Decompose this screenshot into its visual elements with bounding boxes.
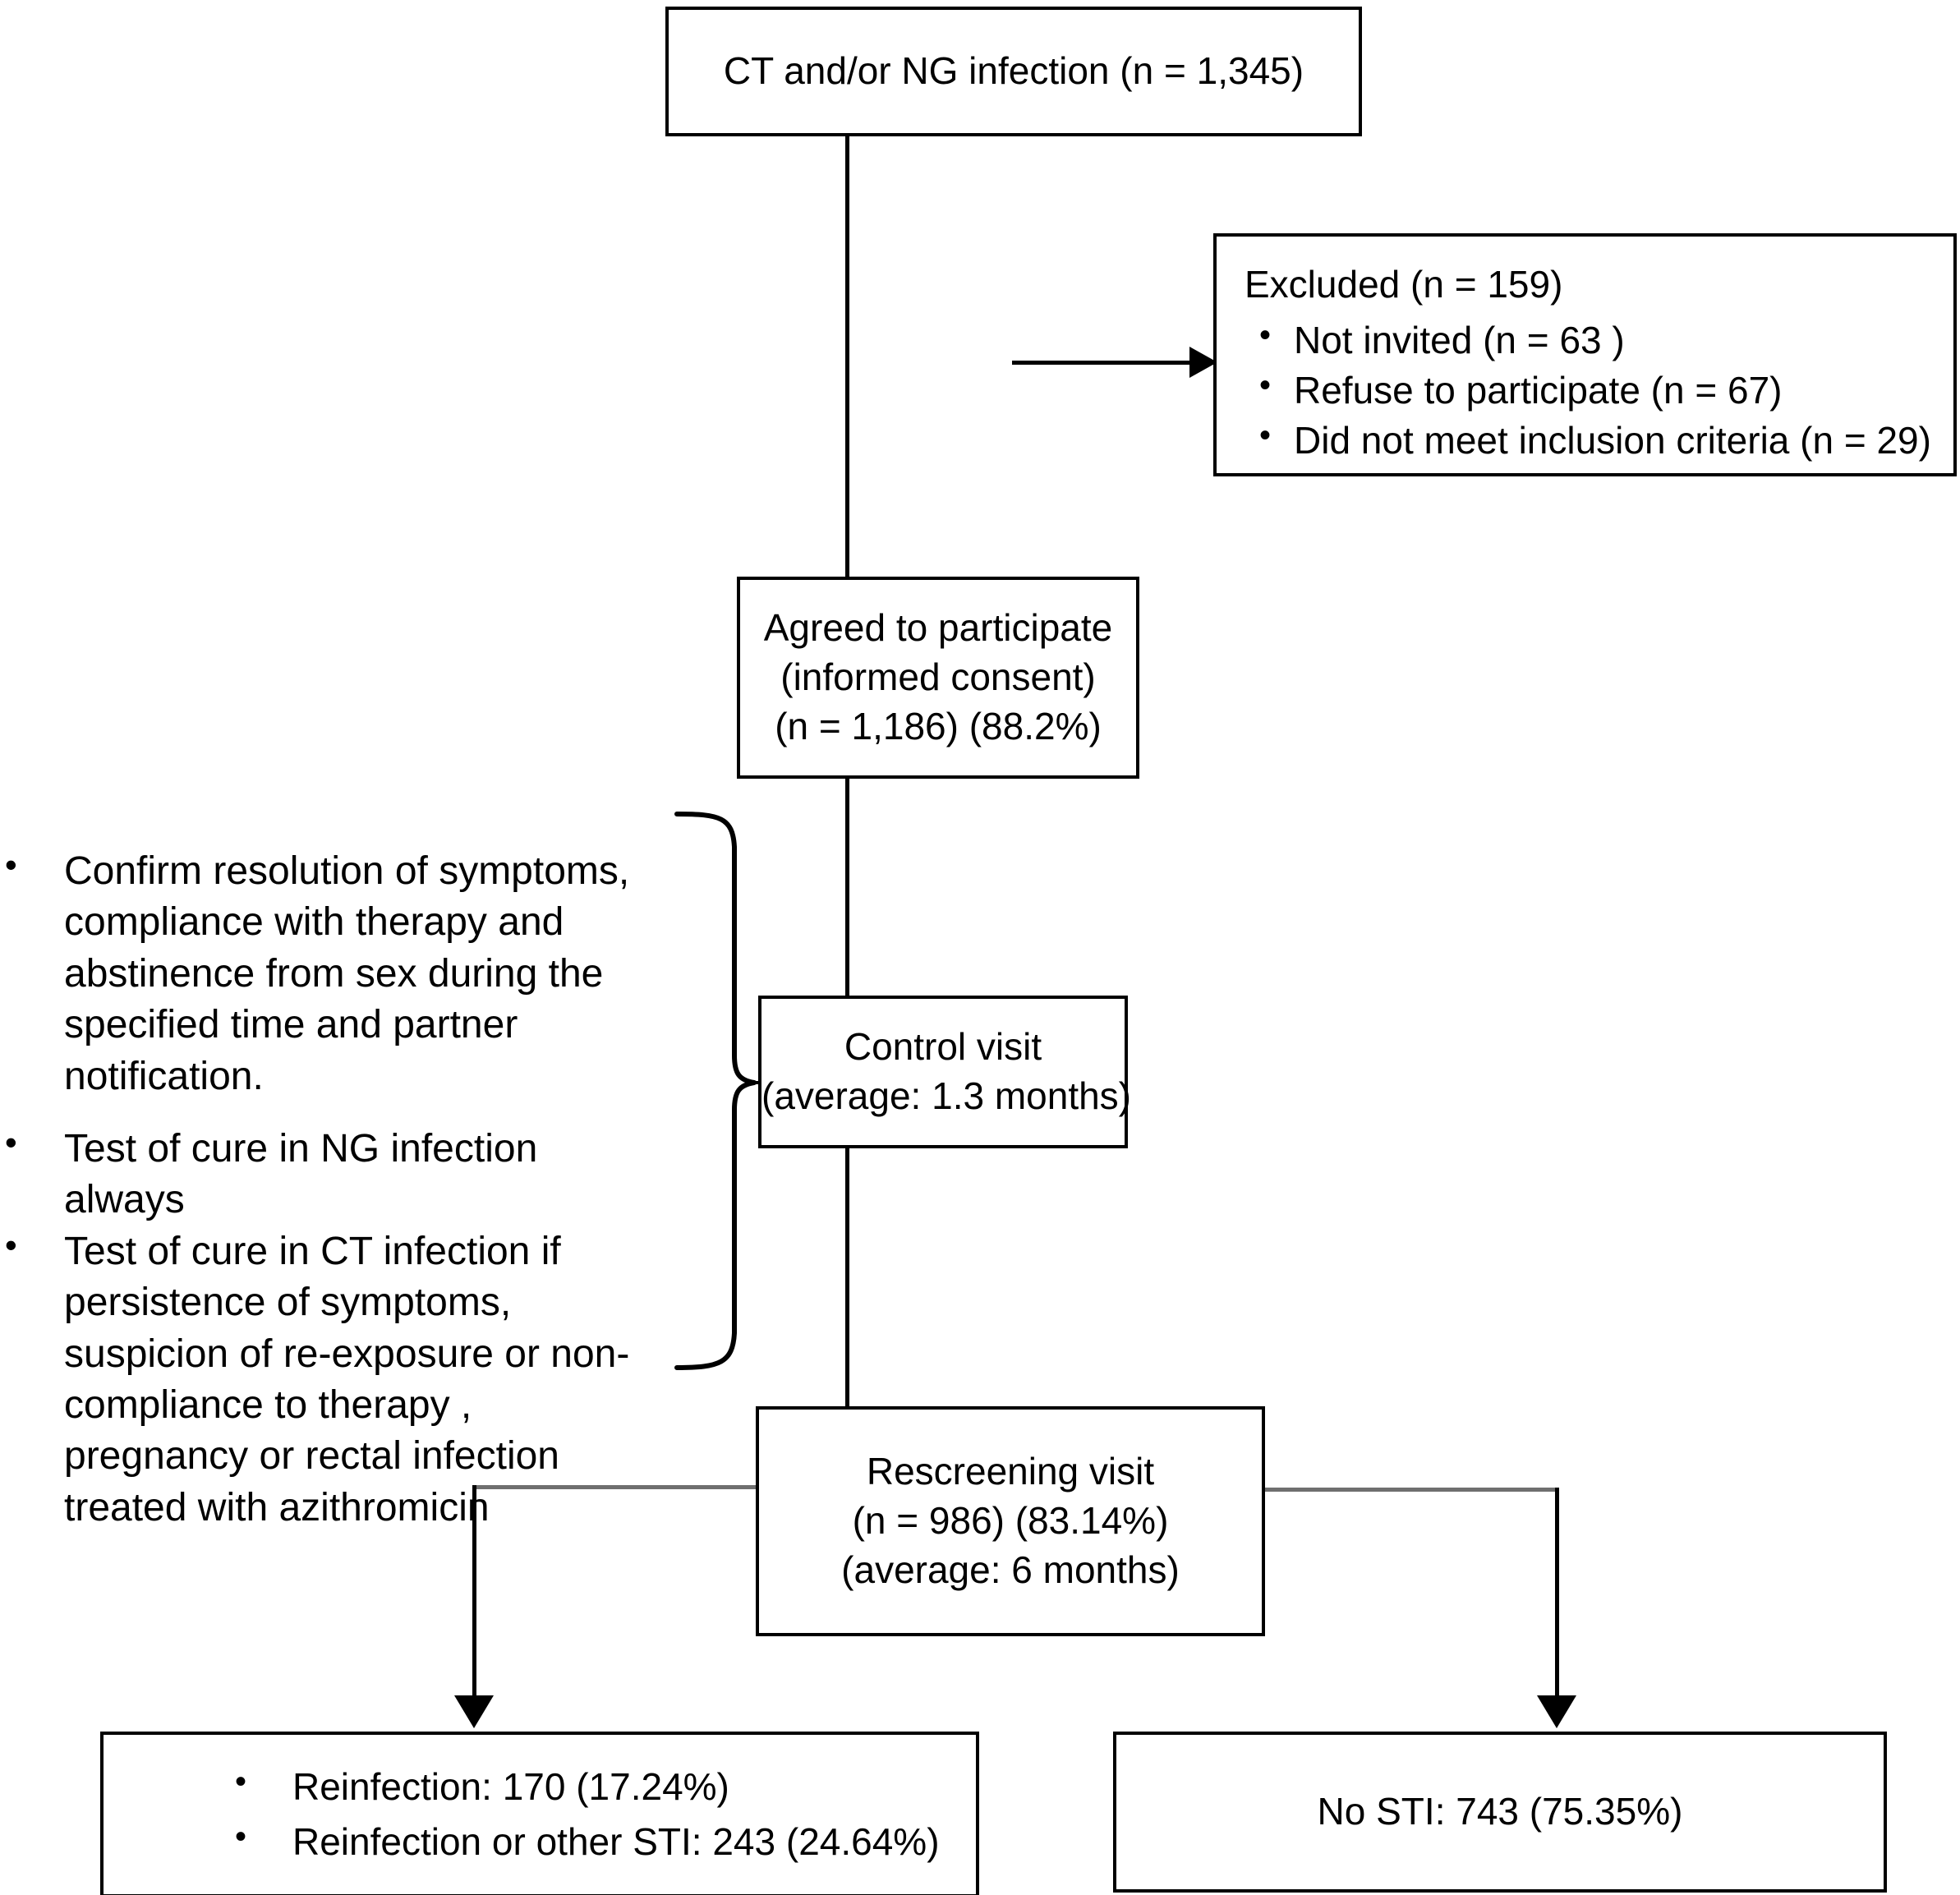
arrowhead-to-reinfection <box>454 1695 494 1728</box>
node-control-line-2: (average: 1.3 months) <box>761 1074 1132 1117</box>
annotation-notes-list: Confirm resolution of symptoms, complian… <box>0 843 657 1534</box>
connector-rescreening-right-horizontal <box>1263 1488 1559 1492</box>
node-excluded-content: Excluded (n = 159) Not invited (n = 63 )… <box>1217 245 1953 466</box>
connector-agreed-to-control <box>845 779 849 997</box>
node-excluded[interactable]: Excluded (n = 159) Not invited (n = 63 )… <box>1213 233 1957 476</box>
node-agreed-to-participate[interactable]: Agreed to participate (informed consent)… <box>737 577 1139 779</box>
node-rescreening-line-1: Rescreening visit <box>866 1450 1155 1493</box>
node-no-sti-line-1: No STI: 743 (75.35%) <box>1317 1790 1683 1833</box>
node-source-line-1: CT and/or NG infection (n = 1,345) <box>723 49 1304 93</box>
list-item: Test of cure in NG infection always <box>0 1120 657 1226</box>
connector-source-to-agreed <box>845 136 849 578</box>
node-control-visit[interactable]: Control visit (average: 1.3 months) <box>758 996 1132 1148</box>
arrowhead-to-excluded <box>1189 347 1217 378</box>
node-agreed-line-2: (informed consent) <box>780 655 1096 699</box>
node-rescreening-visit[interactable]: Rescreening visit (n = 986) (83.14%) (av… <box>756 1406 1265 1636</box>
node-excluded-list: Not invited (n = 63 ) Refuse to particip… <box>1245 314 1953 466</box>
connector-rescreening-right-vertical <box>1555 1488 1559 1697</box>
connector-rescreening-left-vertical <box>472 1485 476 1697</box>
annotation-brace <box>672 809 771 1380</box>
connector-control-to-rescreening <box>845 1147 849 1408</box>
node-control-line-1: Control visit <box>844 1025 1042 1069</box>
node-no-sti-outcome[interactable]: No STI: 743 (75.35%) <box>1113 1732 1887 1893</box>
list-item: Reinfection: 170 (17.24%) <box>202 1760 976 1812</box>
list-item: Refuse to participate (n = 67) <box>1245 364 1953 416</box>
node-agreed-line-1: Agreed to participate <box>763 606 1113 650</box>
node-reinfection-outcome[interactable]: Reinfection: 170 (17.24%) Reinfection or… <box>100 1732 979 1895</box>
arrowhead-to-no-sti <box>1537 1695 1576 1728</box>
node-rescreening-line-2: (n = 986) (83.14%) <box>852 1499 1169 1543</box>
list-item: Test of cure in CT infection if persiste… <box>0 1223 657 1534</box>
node-reinfection-content: Reinfection: 170 (17.24%) Reinfection or… <box>104 1757 976 1871</box>
node-agreed-line-3: (n = 1,186) (88.2%) <box>775 704 1102 747</box>
list-item: Not invited (n = 63 ) <box>1245 314 1953 366</box>
list-item: Did not meet inclusion criteria (n = 29) <box>1245 414 1953 466</box>
annotation-notes: Confirm resolution of symptoms, complian… <box>0 843 657 1555</box>
node-rescreening-line-3: (average: 6 months) <box>841 1548 1180 1591</box>
node-reinfection-list: Reinfection: 170 (17.24%) Reinfection or… <box>202 1760 976 1867</box>
node-excluded-heading: Excluded (n = 159) <box>1245 262 1563 306</box>
connector-to-excluded <box>1012 361 1217 365</box>
list-item: Reinfection or other STI: 243 (24.64%) <box>202 1815 976 1867</box>
node-source-population[interactable]: CT and/or NG infection (n = 1,345) <box>665 7 1362 136</box>
list-item: Confirm resolution of symptoms, complian… <box>0 843 657 1102</box>
